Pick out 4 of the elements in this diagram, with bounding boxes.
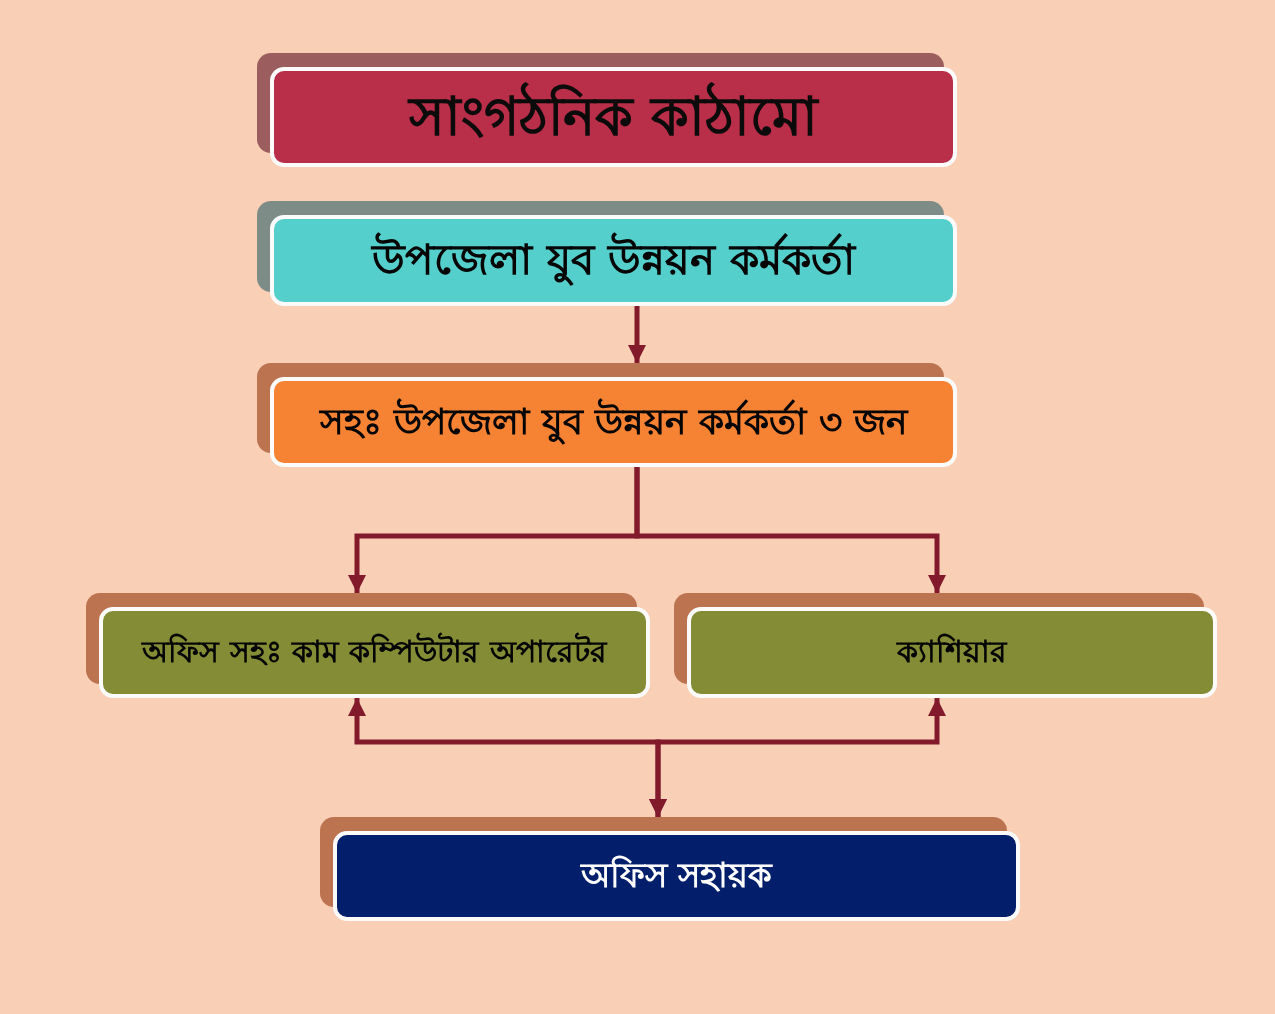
connector-arrow (634, 467, 946, 593)
connector-arrow (628, 306, 646, 363)
connector-arrow (649, 698, 946, 817)
title-banner: সাংগঠনিক কাঠামো (257, 53, 957, 167)
